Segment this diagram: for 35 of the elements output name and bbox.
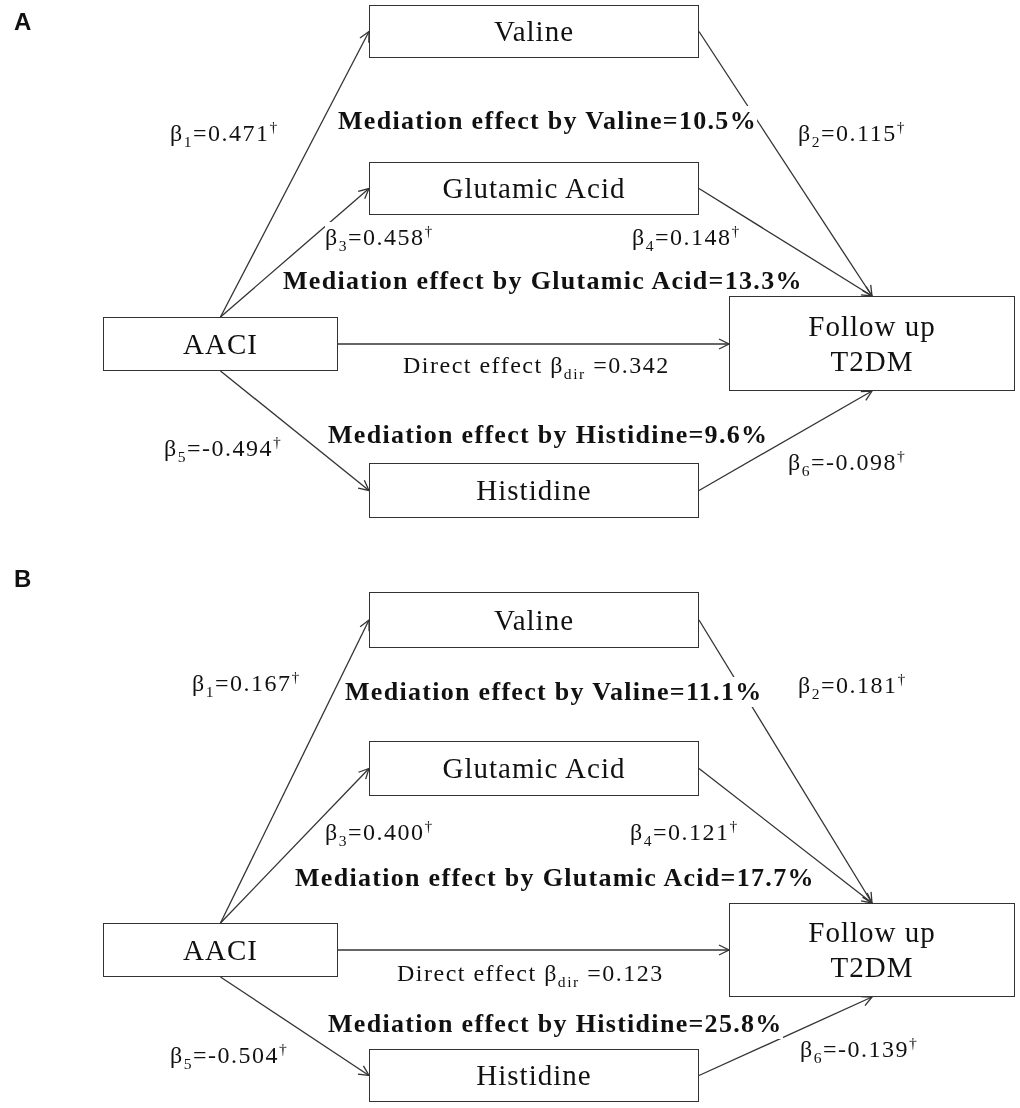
arrow: [337, 338, 730, 350]
variable-name: Valine: [493, 602, 575, 638]
variable-name: Glutamic Acid: [442, 171, 626, 206]
variable-box: [369, 162, 699, 215]
variable-name: Follow up T2DM: [807, 308, 937, 379]
variable-box: [369, 463, 699, 518]
arrow: [698, 390, 873, 492]
variable-box: [103, 317, 338, 371]
variable-name: AACI: [183, 326, 258, 362]
variable-name: Histidine: [476, 473, 592, 508]
variable-name: Follow up T2DM: [807, 915, 937, 985]
variable-name: Glutamic Acid: [442, 751, 626, 786]
arrow: [219, 370, 370, 492]
arrow: [219, 30, 370, 318]
variable-box: [369, 1049, 699, 1102]
variable-box: [729, 296, 1015, 391]
variable-name: Valine: [493, 14, 575, 49]
mediation-effect-label: Mediation effect by Valine=10.5%: [338, 106, 757, 136]
arrow: [219, 619, 370, 924]
arrow: [698, 619, 873, 904]
arrow: [698, 995, 873, 1077]
arrow: [337, 944, 730, 956]
variable-name: Histidine: [476, 1058, 592, 1093]
arrow: [219, 976, 370, 1077]
variable-box: [369, 741, 699, 796]
variable-box: [729, 903, 1015, 997]
arrow: [219, 767, 370, 924]
arrow: [698, 767, 873, 904]
variable-name: AACI: [183, 932, 258, 968]
arrow: [219, 187, 370, 318]
arrow: [698, 30, 873, 297]
variable-box: [369, 592, 699, 648]
variable-box: [369, 5, 699, 58]
arrow: [698, 187, 873, 297]
variable-box: [103, 923, 338, 977]
